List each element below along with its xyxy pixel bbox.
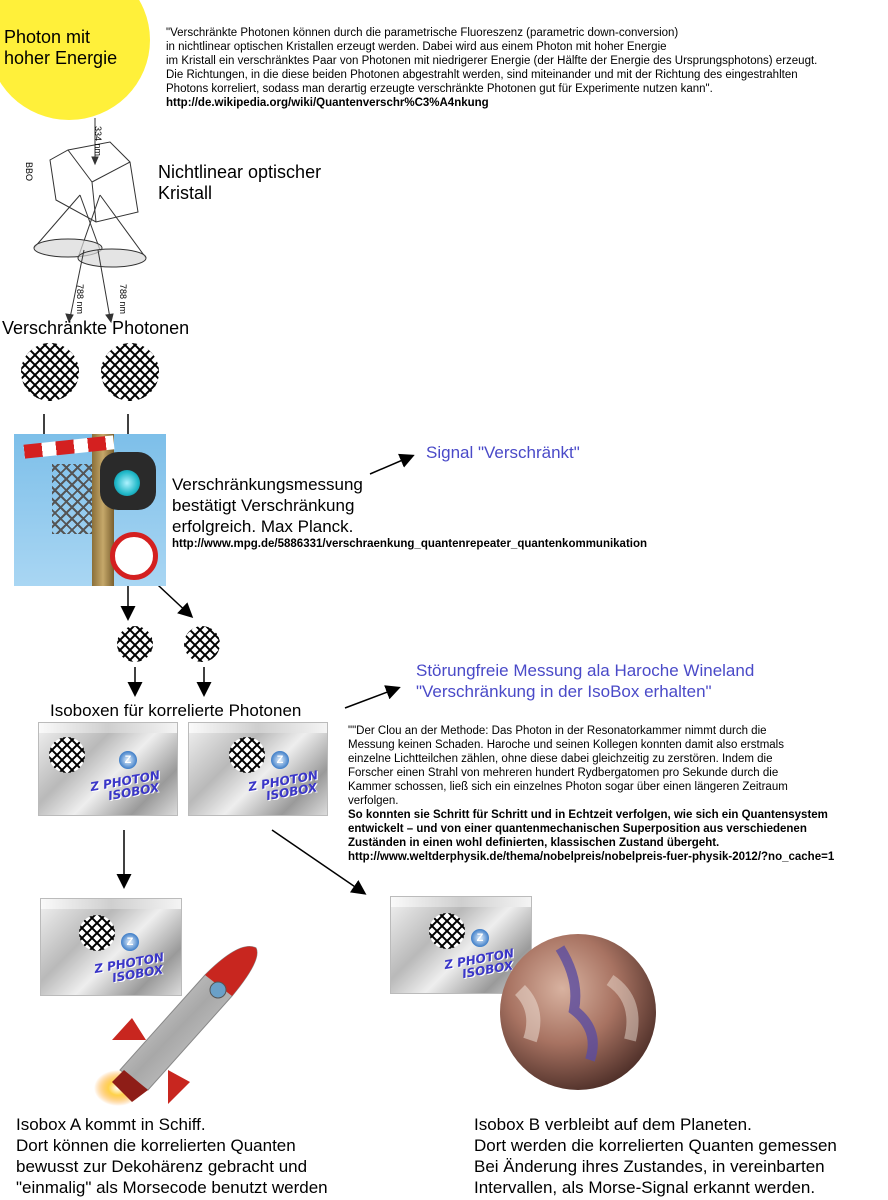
photon-mesh-icon xyxy=(79,915,115,951)
quote-line: Messung keinen Schaden. Haroche und sein… xyxy=(348,739,784,751)
isobox-a-description: Isobox A kommt in Schiff. Dort können di… xyxy=(16,1114,328,1198)
isobox-b-description: Isobox B verbleibt auf dem Planeten. Dor… xyxy=(474,1114,837,1198)
signal-grid xyxy=(52,464,92,534)
signal-lens xyxy=(114,470,140,496)
desc-line: Dort können die korrelierten Quanten xyxy=(16,1136,296,1155)
desc-line: Intervallen, als Morse-Signal erkannt we… xyxy=(474,1178,816,1197)
entangled-photons-label: Verschränkte Photonen xyxy=(2,318,190,338)
desc-line: "einmalig" als Morsecode benutzt werden xyxy=(16,1178,328,1197)
quote-line: Die Richtungen, in die diese beiden Phot… xyxy=(166,69,798,81)
correlated-photon-left xyxy=(117,626,153,662)
signal-sign xyxy=(110,532,158,580)
quote-bold-line: Zuständen in einen wohl definierten, kla… xyxy=(348,837,720,849)
sun-label: Photon mit hoher Energie xyxy=(4,27,117,69)
measurement-line1: Verschränkungsmessung xyxy=(172,475,363,494)
wavelength-out-right-label: 788 nm xyxy=(118,284,128,315)
desc-line: Isobox A kommt in Schiff. xyxy=(16,1115,206,1134)
desc-line: Dort werden die korrelierten Quanten gem… xyxy=(474,1136,837,1155)
photon-mesh-icon xyxy=(429,913,465,949)
quote-bold-line: So konnten sie Schritt für Schritt und i… xyxy=(348,809,828,821)
quote-line: im Kristall ein verschränktes Paar von P… xyxy=(166,55,818,67)
measurement-text: Verschränkungsmessung bestätigt Verschrä… xyxy=(172,474,363,537)
measurement-line2: bestätigt Verschränkung xyxy=(172,496,355,515)
entangled-photon-right xyxy=(101,343,159,401)
measurement-line3: erfolgreich. Max Planck. xyxy=(172,517,354,536)
haroche-quote: ""Der Clou an der Methode: Das Photon in… xyxy=(348,724,886,864)
crystal-label: Nichtlinear optischer Kristall xyxy=(158,162,321,204)
wavelength-out-left-label: 788 nm xyxy=(75,284,85,315)
quote-line: einzelne Lichtteilchen zählen, ohne dies… xyxy=(348,753,773,765)
haroche-heading: Störungfreie Messung ala Haroche Winelan… xyxy=(416,660,754,702)
crystal-label-line2: Kristall xyxy=(158,183,213,203)
quote-line: ""Der Clou an der Methode: Das Photon in… xyxy=(348,725,767,737)
haroche-heading-line2: "Verschränkung in der IsoBox erhalten" xyxy=(416,682,712,701)
wavelength-in-label: 334 nm xyxy=(93,126,103,157)
quote-bold-line: entwickelt – und von einer quantenmechan… xyxy=(348,823,807,835)
quote-parametric-down-conversion: "Verschränkte Photonen können durch die … xyxy=(166,26,886,110)
signal-photo xyxy=(14,434,166,586)
signal-entangled-label: Signal "Verschränkt" xyxy=(426,443,580,462)
quote-line: "Verschränkte Photonen können durch die … xyxy=(166,27,679,39)
crystal-name-label: BBO xyxy=(24,162,34,182)
entangled-photon-left xyxy=(21,343,79,401)
isobox-label: Isoboxen für korrelierte Photonen xyxy=(50,701,302,720)
mpg-link[interactable]: http://www.mpg.de/5886331/verschraenkung… xyxy=(172,538,648,550)
sun-label-line2: hoher Energie xyxy=(4,48,118,68)
photon-mesh-icon xyxy=(229,737,265,773)
quote-line: Kammer schossen, ließ sich ein einzelnes… xyxy=(348,781,788,793)
quote-line: Photons korreliert, sodass man derartig … xyxy=(166,83,713,95)
wikipedia-link[interactable]: http://de.wikipedia.org/wiki/Quantenvers… xyxy=(166,97,489,109)
isobox-logo-icon: Z xyxy=(121,933,139,951)
desc-line: Isobox B verbleibt auf dem Planeten. xyxy=(474,1115,752,1134)
desc-line: Bei Änderung ihres Zustandes, in vereinb… xyxy=(474,1157,825,1176)
haroche-heading-line1: Störungfreie Messung ala Haroche Winelan… xyxy=(416,661,755,680)
quote-line: Forscher einen Strahl von mehreren hunde… xyxy=(348,767,779,779)
sun-label-line1: Photon mit xyxy=(4,27,91,47)
quote-line: in nichtlinear optischen Kristallen erze… xyxy=(166,41,667,53)
quote-line: verfolgen. xyxy=(348,795,399,807)
isobox-logo-icon: Z xyxy=(471,929,489,947)
crystal-label-line1: Nichtlinear optischer xyxy=(158,162,322,182)
photon-mesh-icon xyxy=(49,737,85,773)
correlated-photon-right xyxy=(184,626,220,662)
desc-line: bewusst zur Dekohärenz gebracht und xyxy=(16,1157,308,1176)
isobox-logo-icon: Z xyxy=(119,751,137,769)
isobox-logo-icon: Z xyxy=(271,751,289,769)
weltderphysik-link[interactable]: http://www.weltderphysik.de/thema/nobelp… xyxy=(348,851,835,863)
